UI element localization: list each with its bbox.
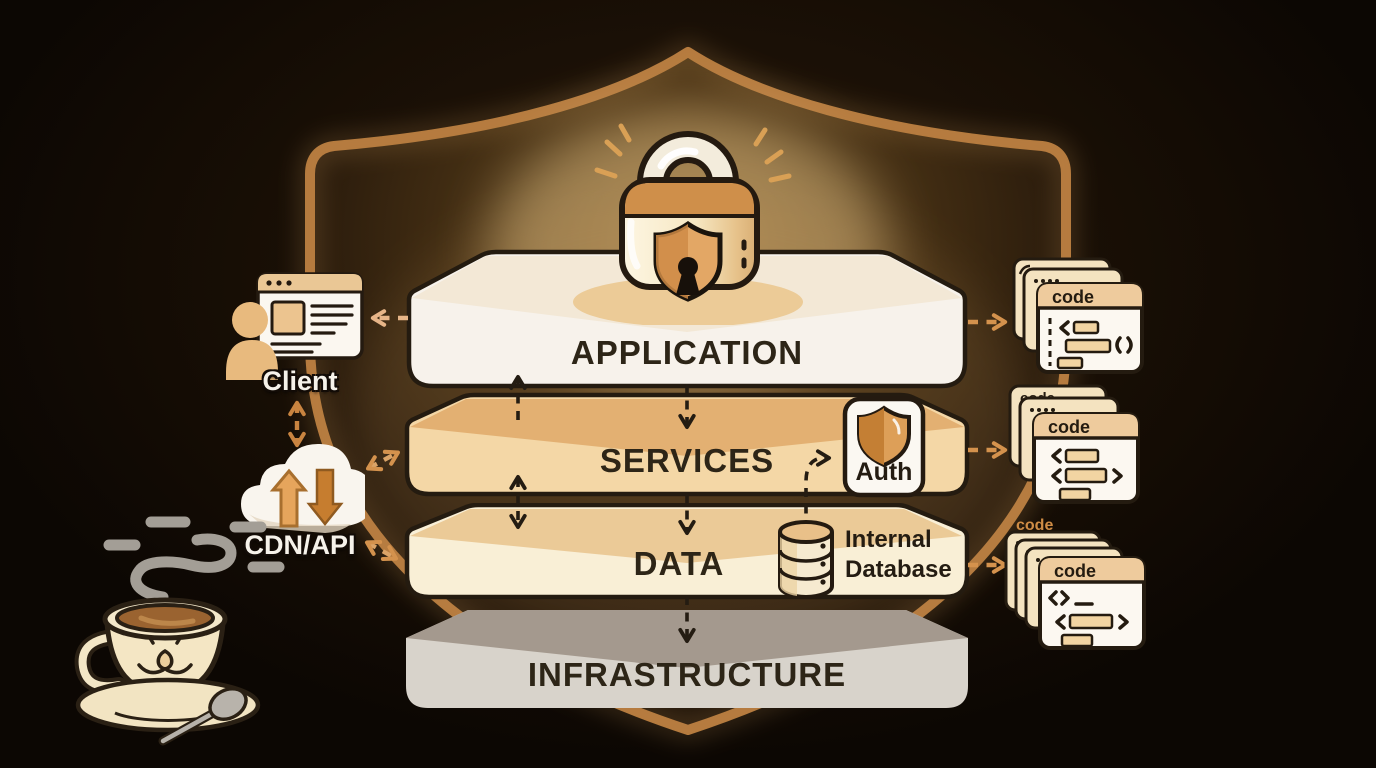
client-browser-icon: [256, 272, 364, 360]
code-stack-application: code: [1012, 257, 1144, 374]
shackle: [643, 137, 733, 250]
layer-application-label: APPLICATION: [570, 334, 804, 371]
code-window-title: code: [1048, 417, 1090, 437]
cdn-cloud-icon: [241, 443, 365, 533]
padlock-icon: [573, 123, 803, 325]
steam-icon: [103, 516, 285, 603]
auth-card: [842, 396, 926, 498]
code-window-floating-title: code: [1016, 517, 1053, 534]
client-icon: [226, 272, 364, 380]
code-window-front: code: [1038, 556, 1146, 650]
client-label: Client: [262, 366, 338, 396]
download-arrow-icon: [306, 468, 344, 527]
layer-infrastructure-label: INFRASTRUCTURE: [527, 656, 847, 693]
lock-top-band: [625, 183, 754, 216]
client-user-icon: [226, 302, 278, 380]
cdn-label: CDN/API: [244, 530, 356, 560]
code-stack-services: code code: [1008, 384, 1140, 504]
spoon-icon: [158, 687, 248, 746]
database-label-line2: Database: [845, 556, 952, 583]
database-icon: [778, 520, 834, 599]
coffee-cup-icon: [74, 516, 285, 746]
keyhole: [678, 257, 698, 277]
layer-infrastructure: INFRASTRUCTURE: [404, 606, 970, 712]
code-window-title: code: [1054, 561, 1096, 581]
tulip-decoration: [137, 636, 193, 675]
code-window-front: code: [1032, 412, 1140, 504]
sparkle-lines: [594, 123, 792, 183]
code-window-front: code: [1036, 282, 1144, 374]
code-window-title: code: [1052, 287, 1094, 307]
auth-label: Auth: [855, 458, 913, 486]
code-stack-data: code code: [1004, 517, 1146, 650]
coffee-surface: [115, 603, 215, 633]
layer-services-label: SERVICES: [599, 442, 775, 479]
upload-arrow-icon: [269, 468, 309, 528]
layer-data-label: DATA: [633, 545, 725, 582]
database-label-line1: Internal: [845, 526, 932, 553]
